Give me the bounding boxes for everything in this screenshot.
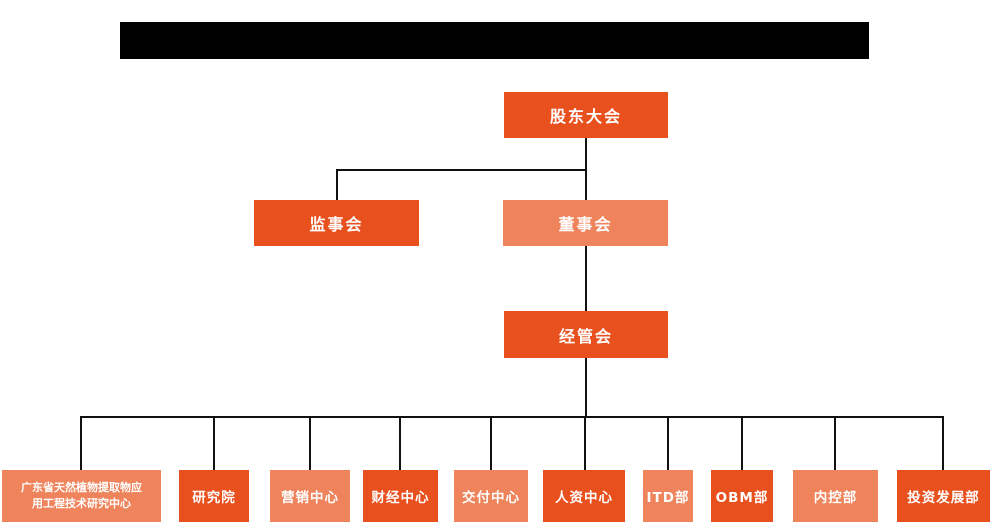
dept-box-finance-center: 财经中心 — [363, 470, 438, 522]
node-label: 股东大会 — [549, 107, 622, 126]
node-board-of-directors: 董事会 — [503, 200, 668, 246]
redacted-title-bar — [120, 22, 869, 59]
dept-box-obm: OBM部 — [711, 470, 773, 522]
connector-drop-dept-9 — [834, 416, 836, 470]
dept-box-internal-control: 内控部 — [793, 470, 878, 522]
connector-to-supervisory-board — [336, 171, 338, 200]
dept-box-research-institute: 研究院 — [179, 470, 249, 522]
dept-label: 财经中心 — [371, 490, 430, 506]
connector-drop-dept-8 — [741, 416, 743, 470]
dept-box-itd: ITD部 — [643, 470, 693, 522]
node-shareholders-meeting: 股东大会 — [504, 92, 668, 138]
connector-drop-dept-10 — [942, 416, 944, 470]
dept-label: 研究院 — [192, 490, 236, 506]
dept-box-hr-center: 人资中心 — [543, 470, 625, 522]
dept-label: 广东省天然植物提取物应 用工程技术研究中心 — [21, 481, 142, 510]
connector-drop-dept-3 — [309, 416, 311, 470]
connector-drop-dept-1 — [80, 416, 82, 470]
connector-directors-to-management — [585, 246, 587, 311]
connector-drop-dept-5 — [490, 416, 492, 470]
dept-label: OBM部 — [715, 490, 769, 506]
node-label: 经管会 — [558, 326, 613, 346]
connector-drop-dept-2 — [213, 416, 215, 470]
node-label: 监事会 — [309, 215, 364, 234]
dept-label: ITD部 — [646, 490, 690, 506]
connector-drop-dept-6 — [584, 416, 586, 470]
connector-drop-dept-4 — [399, 416, 401, 470]
node-supervisory-board: 监事会 — [254, 200, 419, 246]
connector-departments-horizontal — [80, 416, 944, 418]
dept-label: 营销中心 — [281, 490, 339, 506]
connector-row2-horizontal — [336, 169, 587, 171]
node-label: 董事会 — [558, 215, 613, 234]
connector-drop-dept-7 — [667, 416, 669, 470]
node-management-committee: 经管会 — [504, 311, 668, 358]
dept-box-delivery-center: 交付中心 — [454, 470, 528, 522]
dept-label: 投资发展部 — [907, 490, 980, 506]
dept-box-investment-development: 投资发展部 — [897, 470, 990, 522]
dept-label: 交付中心 — [462, 490, 520, 506]
dept-box-marketing-center: 营销中心 — [270, 470, 350, 522]
dept-label: 内控部 — [813, 490, 858, 506]
connector-management-to-departments — [585, 358, 587, 418]
dept-label: 人资中心 — [555, 490, 613, 506]
dept-box-guangdong-plant-extract-research-center: 广东省天然植物提取物应 用工程技术研究中心 — [2, 470, 161, 522]
